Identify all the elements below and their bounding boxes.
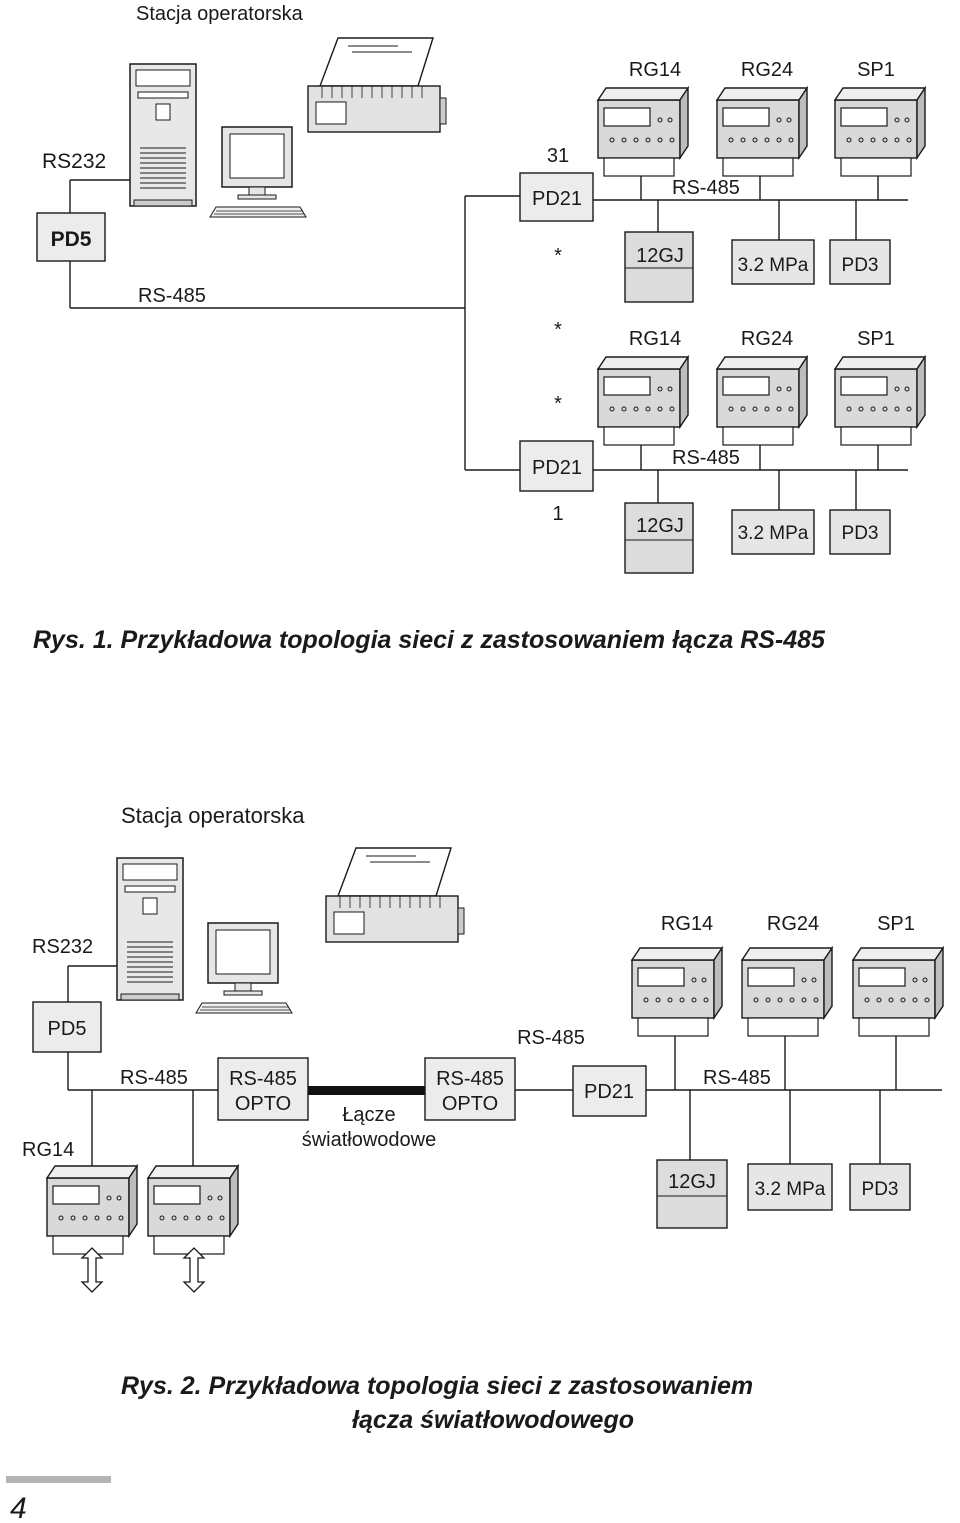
sp1-label-2: SP1 <box>877 913 915 935</box>
figure-2: Stacja operatorska RS232 PD5 RS-485 RG14… <box>22 803 944 1434</box>
rg24-label-2: RG24 <box>767 913 819 935</box>
page-number-bar <box>6 1476 111 1483</box>
opto-left-line2: OPTO <box>235 1093 291 1115</box>
fiber-link <box>308 1086 425 1095</box>
figure-2-caption-line1: Rys. 2. Przykładowa topologia sieci z za… <box>121 1372 753 1400</box>
opto-right-box <box>424 1057 516 1121</box>
sensor-mpa-bottom <box>731 509 815 555</box>
sensor-mpa-top <box>731 239 815 285</box>
rs485-bus-top-label: RS-485 <box>672 177 740 199</box>
operator-pc-tower <box>129 63 197 207</box>
updown-arrow-icon <box>183 1247 205 1293</box>
mpa-label-top: 3.2 MPa <box>738 255 809 276</box>
operator-monitor-2 <box>195 922 293 1014</box>
pd3-bottom-box <box>829 509 891 555</box>
figure-2-caption-line2: łącza światłowodowego <box>352 1406 634 1434</box>
pd5-label: PD5 <box>51 228 92 251</box>
rs232-label-2: RS232 <box>32 936 93 958</box>
fiber-label-2: światłowodowe <box>302 1129 437 1151</box>
regulator-rg14-bottom <box>597 356 689 446</box>
rg24-label-bottom: RG24 <box>741 328 793 350</box>
meter-12gj-2 <box>656 1159 728 1229</box>
asterisk-2: * <box>554 319 562 341</box>
gj-label-top: 12GJ <box>636 245 684 267</box>
opto-right-line2: OPTO <box>442 1093 498 1115</box>
page-number: 4 <box>10 1492 27 1523</box>
regulator-rg24-top <box>716 87 808 177</box>
pd21-top-box <box>519 172 594 222</box>
regulator-left-1 <box>46 1165 138 1255</box>
pd3-label-2: PD3 <box>862 1179 899 1200</box>
rg14-left-label-2: RG14 <box>22 1139 74 1161</box>
figure-1-caption: Rys. 1. Przykładowa topologia sieci z za… <box>33 626 826 654</box>
asterisk-1: * <box>554 245 562 267</box>
regulator-rg14-top <box>597 87 689 177</box>
pd3-label-top: PD3 <box>842 255 879 276</box>
operator-printer-2 <box>325 847 465 943</box>
rg24-label-top: RG24 <box>741 59 793 81</box>
operator-monitor <box>209 126 307 218</box>
sp1-label-bottom: SP1 <box>857 328 895 350</box>
rg14-label-bottom: RG14 <box>629 328 681 350</box>
pd3-label-bottom: PD3 <box>842 523 879 544</box>
sensor-mpa-2 <box>747 1163 833 1211</box>
operator-printer <box>307 37 447 133</box>
opto-left-box <box>217 1057 309 1121</box>
operator-pc-tower-2 <box>116 857 184 1001</box>
pd3-top-box <box>829 239 891 285</box>
regulator-sp1-2 <box>852 947 944 1037</box>
pd21-label-2: PD21 <box>584 1081 634 1103</box>
regulator-sp1-bottom <box>834 356 926 446</box>
regulator-rg24-2 <box>741 947 833 1037</box>
asterisk-3: * <box>554 393 562 415</box>
updown-arrow-icon <box>81 1247 103 1293</box>
regulator-sp1-top <box>834 87 926 177</box>
regulator-rg24-bottom <box>716 356 808 446</box>
regulator-rg14-2 <box>631 947 723 1037</box>
pd3-box-2 <box>849 1163 911 1211</box>
rs232-label: RS232 <box>42 150 106 173</box>
station-title-2: Stacja operatorska <box>121 803 305 828</box>
meter-12gj-top <box>624 231 694 303</box>
opto-left-line1: RS-485 <box>229 1068 297 1090</box>
figure-1: Stacja operatorska RS232 PD5 RS-485 31 P… <box>33 3 926 654</box>
sp1-label-top: SP1 <box>857 59 895 81</box>
pd5-box-2 <box>32 1001 102 1053</box>
rs485-bus-bottom-label: RS-485 <box>672 447 740 469</box>
fiber-label-1: Łącze <box>342 1104 395 1126</box>
count-top: 31 <box>547 145 569 167</box>
gj-label-bottom: 12GJ <box>636 515 684 537</box>
rs485-right-label-2: RS-485 <box>703 1067 771 1089</box>
pd5-box <box>36 212 106 262</box>
pd21-top-label: PD21 <box>532 188 582 210</box>
regulator-left-2 <box>147 1165 239 1255</box>
opto-right-line1: RS-485 <box>436 1068 504 1090</box>
mpa-label-2: 3.2 MPa <box>755 1179 826 1200</box>
rg14-label-top: RG14 <box>629 59 681 81</box>
meter-12gj-bottom <box>624 502 694 574</box>
pd21-bottom-label: PD21 <box>532 457 582 479</box>
rs485-left-label-2: RS-485 <box>120 1067 188 1089</box>
pd21-box-2 <box>572 1065 647 1117</box>
rs485-mid-label: RS-485 <box>517 1027 585 1049</box>
pd5-label-2: PD5 <box>48 1018 87 1040</box>
rg14-label-2: RG14 <box>661 913 713 935</box>
rs485-left-label: RS-485 <box>138 285 206 307</box>
count-bottom: 1 <box>552 503 563 525</box>
gj-label-2: 12GJ <box>668 1171 716 1193</box>
mpa-label-bottom: 3.2 MPa <box>738 523 809 544</box>
station-title: Stacja operatorska <box>136 3 304 25</box>
pd21-bottom-box <box>519 440 594 492</box>
